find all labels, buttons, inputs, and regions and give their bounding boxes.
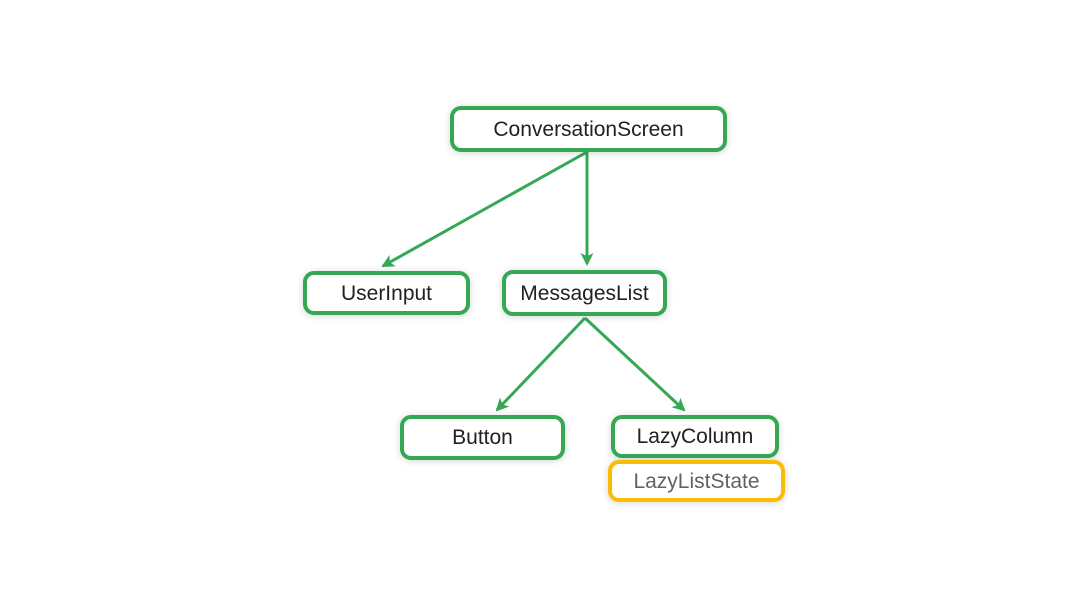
node-lazy-column: LazyColumn <box>611 415 779 458</box>
node-label: MessagesList <box>520 281 649 305</box>
node-label: ConversationScreen <box>493 117 684 141</box>
node-messages-list: MessagesList <box>502 270 667 316</box>
node-user-input: UserInput <box>303 271 470 315</box>
node-label: LazyColumn <box>636 425 754 448</box>
node-button: Button <box>400 415 565 460</box>
edge-conversationscreen-userinput <box>381 150 588 268</box>
node-label: UserInput <box>340 281 433 305</box>
node-lazy-list-state: LazyListState <box>608 460 785 502</box>
edge-messageslist-lazycolumn <box>583 316 686 412</box>
edge-messageslist-button <box>495 316 587 412</box>
node-label: LazyListState <box>633 469 760 493</box>
node-label: Button <box>452 426 513 449</box>
node-conversation-screen: ConversationScreen <box>450 106 727 152</box>
